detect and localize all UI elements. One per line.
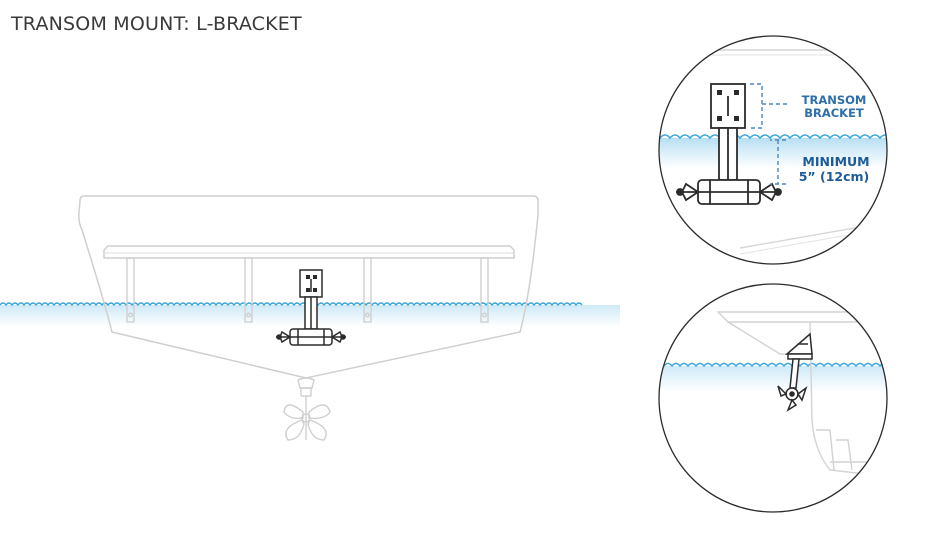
page-title: TRANSOM MOUNT: L-BRACKET: [11, 13, 302, 35]
transducer-icon: [777, 332, 813, 412]
depth-dimension-marker: [770, 139, 786, 185]
swim-platform: [103, 245, 515, 259]
hull-outline: [78, 195, 539, 379]
transducer-icon: [676, 83, 782, 205]
water-line: [0, 302, 583, 307]
depth-label-line2: 5” (12cm): [799, 169, 870, 184]
detail-circle-frame: [658, 35, 888, 265]
platform-struts: [126, 257, 489, 323]
bracket-dimension-marker: [750, 83, 788, 129]
detail-circle-frame: [658, 283, 888, 513]
propeller-icon: [283, 377, 331, 441]
detail-side-view: [658, 283, 888, 513]
detail-rear-closeup: TRANSOM BRACKET MINIMUM 5” (12cm): [658, 35, 888, 265]
bracket-label-line2: BRACKET: [804, 106, 864, 120]
depth-label-line1: MINIMUM: [802, 154, 869, 169]
transducer-icon: [276, 269, 346, 346]
bracket-label-line1: TRANSOM: [802, 93, 867, 107]
